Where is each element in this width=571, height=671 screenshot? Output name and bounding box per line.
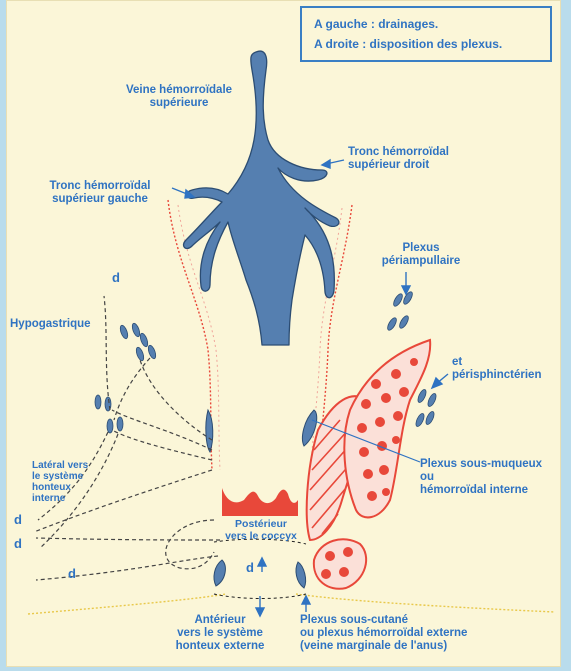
- label-subcutaneous-plexus: Plexus sous-cutané ou plexus hémorroïdal…: [300, 614, 467, 653]
- legend-line-plexus: A droite : disposition des plexus.: [314, 34, 540, 54]
- label-right-trunk: Tronc hémorroïdal supérieur droit: [348, 146, 449, 172]
- label-submucous-plexus: Plexus sous-muqueux ou hémorroïdal inter…: [420, 458, 542, 497]
- drainage-mark-center: d: [246, 560, 254, 575]
- anal-columns: [222, 488, 298, 516]
- legend-box: A gauche : drainages. A droite : disposi…: [300, 6, 552, 62]
- anal-margin: [28, 594, 555, 614]
- label-lateral: Latéral vers le système honteux interne: [32, 460, 88, 504]
- label-periampullary: Plexus périampullaire: [376, 242, 466, 268]
- drainage-mark-lateral-2: d: [14, 536, 22, 551]
- label-superior-vein: Veine hémorroïdale supérieure: [104, 84, 254, 110]
- lower-fat-lobe: [314, 539, 366, 589]
- perisphincteric-plexus: [414, 388, 437, 427]
- periampullary-plexus: [386, 290, 414, 331]
- legend-line-drainage: A gauche : drainages.: [314, 14, 540, 34]
- vein-left-anal: [214, 560, 225, 586]
- label-perisphincteric: et périsphinctérien: [452, 356, 541, 382]
- label-posterior: Postérieur vers le coccyx: [216, 518, 306, 542]
- label-anterior: Antérieur vers le système honteux extern…: [160, 614, 280, 653]
- vein-right-anal: [296, 562, 306, 588]
- vein-left-lower: [206, 410, 213, 452]
- drainage-mark-lateral: d: [14, 512, 22, 527]
- drainage-mark-top: d: [112, 270, 120, 285]
- drainage-mark-low: d: [68, 566, 76, 581]
- label-left-trunk: Tronc hémorroïdal supérieur gauche: [30, 180, 170, 206]
- label-hypogastric: Hypogastrique: [10, 318, 91, 331]
